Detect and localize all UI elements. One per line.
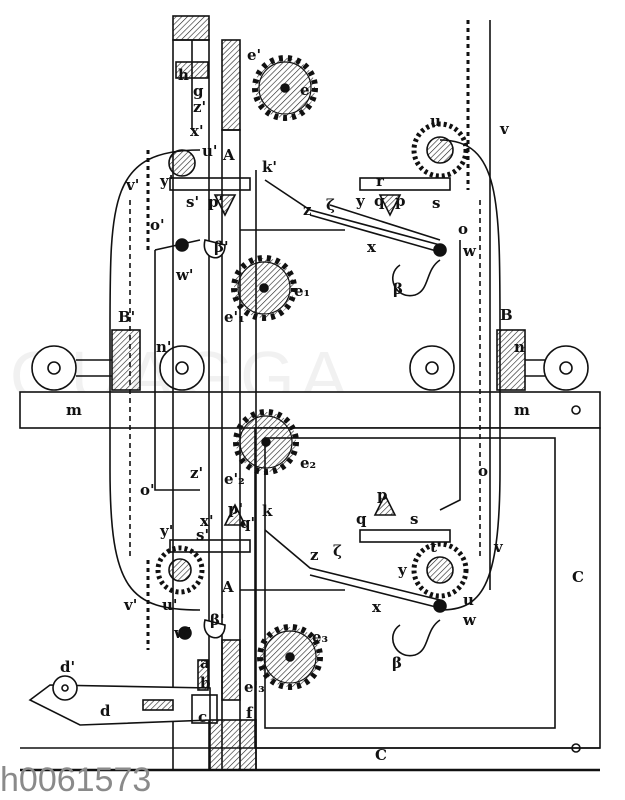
label-s-bot: s [410, 510, 418, 528]
label-o-prime-top: o' [150, 216, 165, 234]
label-n: n [514, 338, 525, 356]
label-A-bot: A [221, 578, 234, 596]
label-y-prime-top: y' [159, 172, 173, 190]
label-zeta-top: ζ [326, 196, 335, 214]
racks [146, 20, 491, 650]
label-y-bot: y [397, 561, 408, 579]
label-w-prime-top: w' [175, 266, 194, 284]
ratchet-wheel-e [252, 55, 318, 121]
label-e3: e₃ [312, 628, 328, 646]
label-d: d [100, 702, 111, 720]
label-h: h [178, 66, 189, 84]
label-e2-prime: e'₂ [224, 470, 245, 488]
label-z-prime-bot: z' [190, 464, 203, 482]
label-k-prime: k' [262, 158, 277, 176]
label-s-prime-top: s' [186, 193, 199, 211]
central-column [172, 15, 257, 771]
label-n-prime: n' [156, 338, 172, 356]
label-u-prime-top: u' [202, 142, 218, 160]
label-y-prime-bot: y' [159, 522, 173, 540]
ratchet-wheel-e2 [233, 409, 299, 475]
label-z-top: z [303, 201, 312, 219]
label-t-bot: t [430, 538, 437, 556]
label-s-top: s [432, 194, 440, 212]
label-z-bot: z [310, 546, 319, 564]
label-f: f [246, 704, 254, 722]
label-u-bot: u [463, 591, 474, 609]
label-c: c [198, 708, 207, 726]
label-e1: e₁ [294, 282, 310, 300]
label-p-top: p [395, 192, 406, 210]
label-d-prime: d' [60, 658, 75, 676]
label-x-bot: x [372, 598, 382, 616]
label-w-prime-bot: w' [173, 624, 192, 642]
label-x-top: x [367, 238, 377, 256]
label-A-top: A [222, 146, 235, 164]
label-p-bot: p [377, 486, 388, 504]
label-q-top: q [374, 192, 385, 210]
carriage [109, 139, 501, 611]
label-b: b [200, 674, 211, 692]
ratchet-wheel-e3 [257, 624, 323, 690]
label-p-prime-bot: p' [228, 500, 243, 518]
foot-lever [28, 659, 218, 726]
levers [169, 177, 451, 657]
label-beta-prime-bot: β' [210, 611, 225, 629]
ratchet-wheels [231, 55, 323, 690]
label-x-prime-bot: x' [200, 512, 214, 530]
label-q-bot: q [356, 510, 367, 528]
label-C-bottom: C [375, 746, 387, 764]
label-B: B [500, 306, 513, 324]
label-p-prime-top: p' [208, 193, 223, 211]
label-z-prime-top: z' [193, 98, 206, 116]
base-frame [19, 391, 601, 772]
label-beta-bot: β [392, 654, 402, 672]
label-o-top: o [458, 220, 468, 238]
label-g: g [193, 82, 204, 100]
label-r-top: r [376, 172, 385, 190]
label-m-left: m [66, 401, 82, 419]
label-x-prime-top: x' [190, 122, 204, 140]
label-B-prime: B' [118, 308, 135, 326]
ratchet-wheel-e1 [231, 255, 297, 321]
label-k: k [262, 502, 273, 520]
label-e: e [300, 81, 310, 99]
label-m-right: m [514, 401, 530, 419]
label-u-top: u [430, 112, 441, 130]
label-v-prime-bot: v' [123, 596, 137, 614]
label-e1-prime: e'₁ [224, 308, 245, 326]
label-o-bot: o [478, 462, 488, 480]
label-v-bot: v [493, 538, 504, 556]
label-beta-top: β [393, 280, 403, 298]
label-o-prime-bot: o' [140, 481, 155, 499]
label-e-prime: e' [247, 46, 261, 64]
label-w-bot: w [462, 611, 477, 629]
label-y-top: y [355, 192, 366, 210]
label-C-right: C [572, 568, 584, 586]
label-e3-prime: e'₃ [244, 678, 265, 696]
label-s-prime-bot: s' [196, 526, 209, 544]
label-a: a [200, 654, 210, 672]
label-q-prime-bot: q' [240, 514, 255, 532]
label-u-prime-bot: u' [162, 596, 178, 614]
label-zeta-bot: ζ [333, 542, 342, 560]
label-v-top: v [499, 120, 510, 138]
label-v-prime-top: v' [125, 176, 139, 194]
image-id: h0061573 [0, 761, 152, 799]
label-e2: e₂ [300, 454, 316, 472]
rollers [31, 329, 589, 391]
label-beta-prime-top: β' [214, 238, 229, 256]
label-w-top: w [462, 242, 477, 260]
